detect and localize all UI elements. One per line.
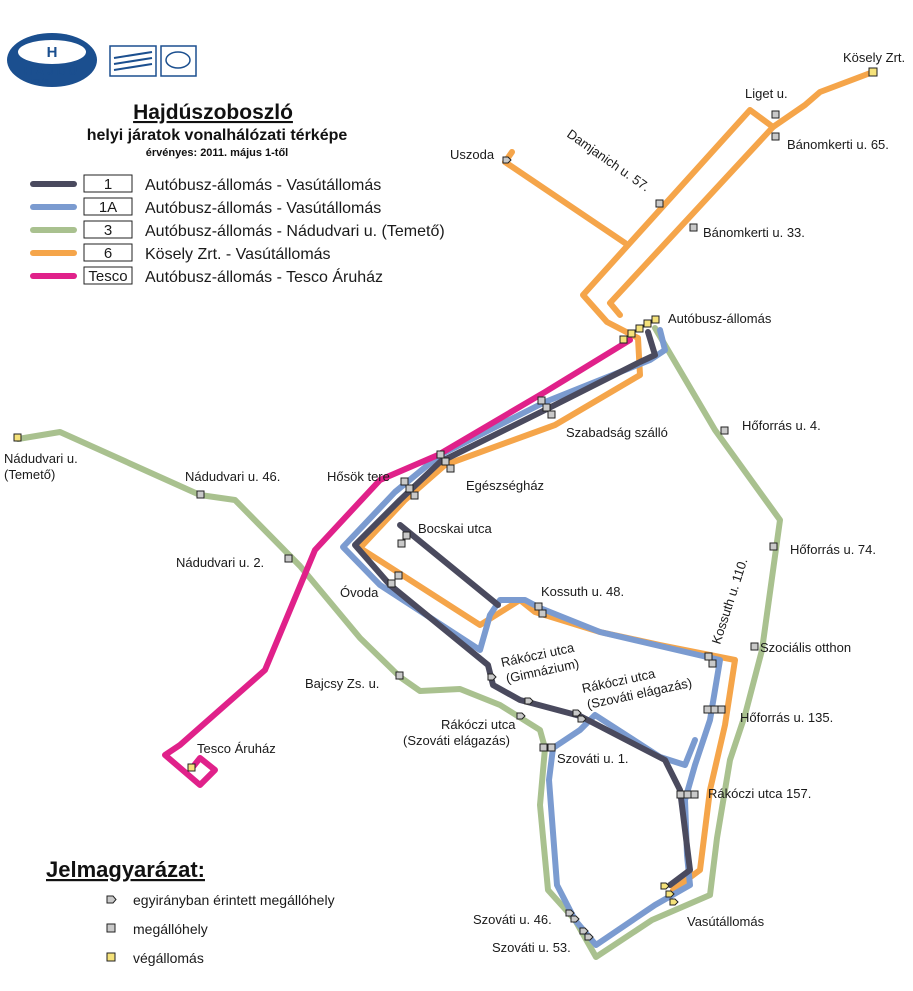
label-vasutallomas: Vasútállomás	[687, 914, 765, 929]
stop-szocialis	[750, 642, 759, 651]
legend-item-one-way: egyirányban érintett megállóhely	[133, 892, 335, 908]
logo-text: HAJDÚ	[24, 63, 80, 78]
stop-banomkerti65	[771, 132, 780, 141]
label-hoforras135: Hőforrás u. 135.	[740, 710, 833, 725]
stop-bajcsy	[395, 671, 404, 680]
hajdu-volan-logo: H HAJDÚ VOLÁN	[7, 33, 97, 87]
label-tesco: Tesco Áruház	[197, 741, 276, 756]
stop-damjanich	[655, 199, 664, 208]
route-line-1a	[340, 327, 723, 948]
label-banomkerti65: Bánomkerti u. 65.	[787, 137, 889, 152]
terminal-icon	[106, 952, 116, 962]
line-number-6: 6	[104, 245, 112, 262]
label-uszoda: Uszoda	[450, 147, 495, 162]
label-nadudvari-temeto-2: (Temető)	[4, 467, 55, 482]
legend-item-terminal: végállomás	[133, 950, 204, 966]
label-szovati1: Szováti u. 1.	[557, 751, 629, 766]
stops	[13, 67, 878, 941]
one-way-stop-icon	[106, 895, 117, 904]
label-nadudvari46: Nádudvari u. 46.	[185, 469, 280, 484]
stop-hoforras74	[769, 542, 778, 551]
line-route-1: Autóbusz-állomás - Vasútállomás	[145, 177, 381, 194]
logo-sub: VOLÁN	[31, 78, 49, 85]
label-hoforras74: Hőforrás u. 74.	[790, 542, 876, 557]
stop-hoforras4	[720, 426, 729, 435]
line-route-3: Autóbusz-állomás - Nádudvari u. (Temető)	[145, 223, 445, 240]
certification-logo-1	[109, 45, 157, 77]
label-autobusz: Autóbusz-állomás	[668, 311, 772, 326]
line-number-3: 3	[104, 222, 112, 239]
label-szocialis: Szociális otthon	[760, 640, 851, 655]
label-bocskai: Bocskai utca	[418, 521, 492, 536]
label-szovati53: Szováti u. 53.	[492, 940, 571, 955]
route-line-6	[357, 69, 876, 893]
label-rakoczi-szov-b-2: (Szováti elágazás)	[403, 733, 510, 748]
label-rakoczi157: Rákóczi utca 157.	[708, 786, 811, 801]
label-rakoczi-szov-b-1: Rákóczi utca	[441, 717, 516, 732]
line-number-tesco: Tesco	[88, 268, 127, 285]
label-hoforras4: Hőforrás u. 4.	[742, 418, 821, 433]
terminal-nadudvari-temeto	[13, 433, 22, 442]
symbol-legend: Jelmagyarázat: egyirányban érintett megá…	[46, 857, 335, 966]
stop-liget	[771, 110, 780, 119]
route-line-1	[352, 329, 693, 888]
line-number-1a: 1A	[99, 199, 117, 216]
line-route-6: Kösely Zrt. - Vasútállomás	[145, 246, 331, 263]
line-route-tesco: Autóbusz-állomás - Tesco Áruház	[145, 267, 383, 286]
line-legend: 1 Autóbusz-állomás - Vasútállomás 1A Aut…	[30, 174, 445, 286]
line-route-1a: Autóbusz-állomás - Vasútállomás	[145, 200, 381, 217]
label-kosely: Kösely Zrt.	[843, 50, 905, 65]
map-subtitle: helyi járatok vonalhálózati térképe	[87, 127, 348, 144]
label-egeszseghaz: Egészségház	[466, 478, 544, 493]
label-hosok: Hősök tere	[327, 469, 390, 484]
route-line-tesco	[162, 337, 633, 788]
svg-text:H: H	[47, 44, 58, 61]
label-damjanich: Damjanich u. 57.	[564, 126, 653, 194]
route-line-3	[15, 325, 783, 960]
map-validity: érvényes: 2011. május 1-től	[146, 147, 288, 159]
label-ovoda: Óvoda	[340, 585, 379, 600]
legend-title: Jelmagyarázat:	[46, 857, 205, 882]
stop-nadudvari46	[196, 490, 205, 499]
terminal-tesco	[187, 763, 196, 772]
label-kossuth110: Kossuth u. 110.	[709, 556, 751, 646]
line-number-1: 1	[104, 176, 112, 193]
map-title: Hajdúszoboszló	[133, 101, 293, 124]
label-nadudvari-temeto-1: Nádudvari u.	[4, 451, 78, 466]
label-liget: Liget u.	[745, 86, 788, 101]
stop-nadudvari2	[284, 554, 293, 563]
label-banomkerti33: Bánomkerti u. 33.	[703, 225, 805, 240]
label-bajcsy: Bajcsy Zs. u.	[305, 676, 379, 691]
stop-uszoda	[502, 156, 512, 164]
label-szabadsag: Szabadság szálló	[566, 425, 668, 440]
stop-icon	[106, 923, 116, 933]
label-nadudvari2: Nádudvari u. 2.	[176, 555, 264, 570]
label-kossuth48: Kossuth u. 48.	[541, 584, 624, 599]
terminal-kosely	[868, 67, 878, 77]
label-szovati46: Szováti u. 46.	[473, 912, 552, 927]
certification-logo-2	[160, 45, 197, 77]
stop-banomkerti33	[689, 223, 698, 232]
legend-item-stop: megállóhely	[133, 921, 208, 937]
